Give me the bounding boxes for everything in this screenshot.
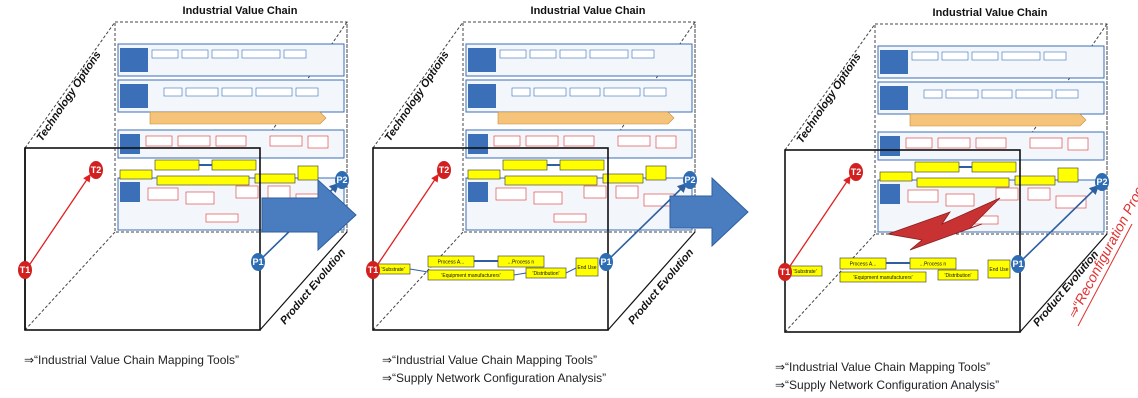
value-chain-back	[467, 159, 667, 186]
svg-text:End Use: End Use	[577, 265, 596, 271]
svg-text:T1: T1	[368, 265, 379, 275]
p2-point: P2	[683, 171, 697, 189]
x-axis-label: Product Evolution	[626, 246, 696, 326]
panel-title: Industrial Value Chain	[531, 5, 646, 17]
y-axis-label: Technology Options	[383, 49, 452, 144]
svg-text:'Substrate': 'Substrate'	[381, 267, 404, 273]
t2-point: T2	[437, 161, 451, 179]
y-axis-label: Technology Options	[795, 51, 864, 146]
t1-point: T1	[366, 261, 380, 279]
svg-text:'Equipment manufacturers': 'Equipment manufacturers'	[441, 273, 500, 279]
t1-point: T1	[778, 263, 792, 281]
y-axis-label: Technology Options	[35, 49, 104, 144]
t2-point: T2	[89, 161, 103, 179]
value-chain-front: Process A... ...Process n 'Substrate' 'E…	[375, 255, 599, 281]
panel-3-caption-1: ⇒“Industrial Value Chain Mapping Tools”	[775, 360, 991, 374]
svg-text:T2: T2	[851, 167, 862, 177]
svg-text:P1: P1	[600, 257, 611, 267]
svg-text:Process A...: Process A...	[850, 262, 877, 268]
p2-point: P2	[1095, 173, 1109, 191]
value-chain-back	[879, 161, 1079, 188]
svg-text:'Equipment manufacturers': 'Equipment manufacturers'	[853, 275, 912, 281]
svg-text:P2: P2	[336, 175, 347, 185]
panel-2-caption-2: ⇒“Supply Network Configuration Analysis”	[382, 371, 607, 385]
transition-arrow-1	[261, 178, 357, 252]
panel-2-caption-1: ⇒“Industrial Value Chain Mapping Tools”	[382, 353, 598, 367]
p1-point: P1	[251, 253, 265, 271]
panel-1: T1 T2 P1 P2 Industrial Value Chain Techn…	[18, 5, 349, 331]
svg-text:T1: T1	[780, 267, 791, 277]
transition-arrow-2	[669, 176, 749, 248]
value-chain-sheet	[877, 45, 1105, 233]
svg-text:...Process n: ...Process n	[508, 260, 535, 266]
svg-text:End Use: End Use	[989, 267, 1008, 273]
svg-text:T1: T1	[20, 265, 31, 275]
svg-text:T2: T2	[439, 165, 450, 175]
svg-text:P2: P2	[1096, 177, 1107, 187]
svg-text:'Distribution': 'Distribution'	[945, 273, 972, 279]
svg-text:P1: P1	[252, 257, 263, 267]
value-chain-sheet	[117, 43, 345, 231]
value-chain-back	[119, 159, 319, 186]
value-chain-sheet	[465, 43, 693, 231]
value-chain-front: Process A... ...Process n 'Substrate' 'E…	[787, 257, 1011, 283]
reconfiguration-underline	[1077, 223, 1133, 327]
disruption-bolt-icon	[886, 197, 1001, 251]
p1-point: P1	[599, 253, 613, 271]
svg-text:P1: P1	[1012, 259, 1023, 269]
svg-text:Process A...: Process A...	[438, 260, 465, 266]
panel-1-caption-1: ⇒“Industrial Value Chain Mapping Tools”	[24, 353, 240, 367]
svg-text:P2: P2	[684, 175, 695, 185]
panel-3-caption-2: ⇒“Supply Network Configuration Analysis”	[775, 378, 1000, 392]
svg-text:...Process n: ...Process n	[920, 262, 947, 268]
panel-title: Industrial Value Chain	[933, 7, 1048, 19]
t1-point: T1	[18, 261, 32, 279]
svg-text:'Distribution': 'Distribution'	[533, 271, 560, 277]
p1-point: P1	[1011, 255, 1025, 273]
panel-title: Industrial Value Chain	[183, 5, 298, 17]
svg-text:'Substrate': 'Substrate'	[793, 269, 816, 275]
panel-3: Process A... ...Process n 'Substrate' 'E…	[778, 7, 1109, 333]
t1-t2-arrow	[27, 173, 91, 268]
p2-point: P2	[335, 171, 349, 189]
panel-2: Process A... ...Process n 'Substrate' 'E…	[366, 5, 697, 331]
x-axis-label: Product Evolution	[278, 246, 348, 326]
svg-text:T2: T2	[91, 165, 102, 175]
t2-point: T2	[849, 163, 863, 181]
